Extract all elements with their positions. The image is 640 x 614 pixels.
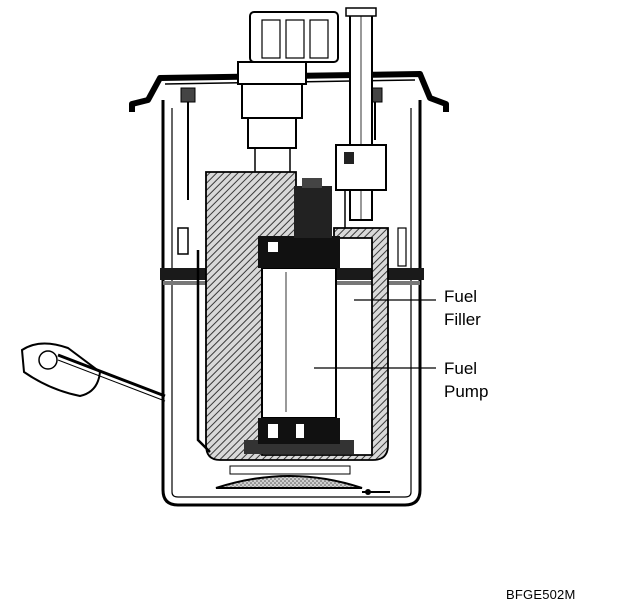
fuel-pump-label: Fuel Pump xyxy=(444,357,488,403)
figure-code: BFGE502M xyxy=(506,587,576,602)
fuel-pump-label-line2: Pump xyxy=(444,382,489,401)
fuel-level-float xyxy=(20,250,211,453)
fuel-outlet-tube xyxy=(335,7,387,230)
fuel-pump xyxy=(258,178,340,444)
fuel-filler-label-line2: Filler xyxy=(444,310,481,329)
fuel-filler-label-line1: Fuel xyxy=(444,287,478,306)
fuel-pump-label-line1: Fuel xyxy=(444,359,478,378)
electrical-connector xyxy=(237,11,339,185)
bottom-strainer xyxy=(215,465,390,495)
fuel-filler-label: Fuel Filler xyxy=(444,285,481,331)
